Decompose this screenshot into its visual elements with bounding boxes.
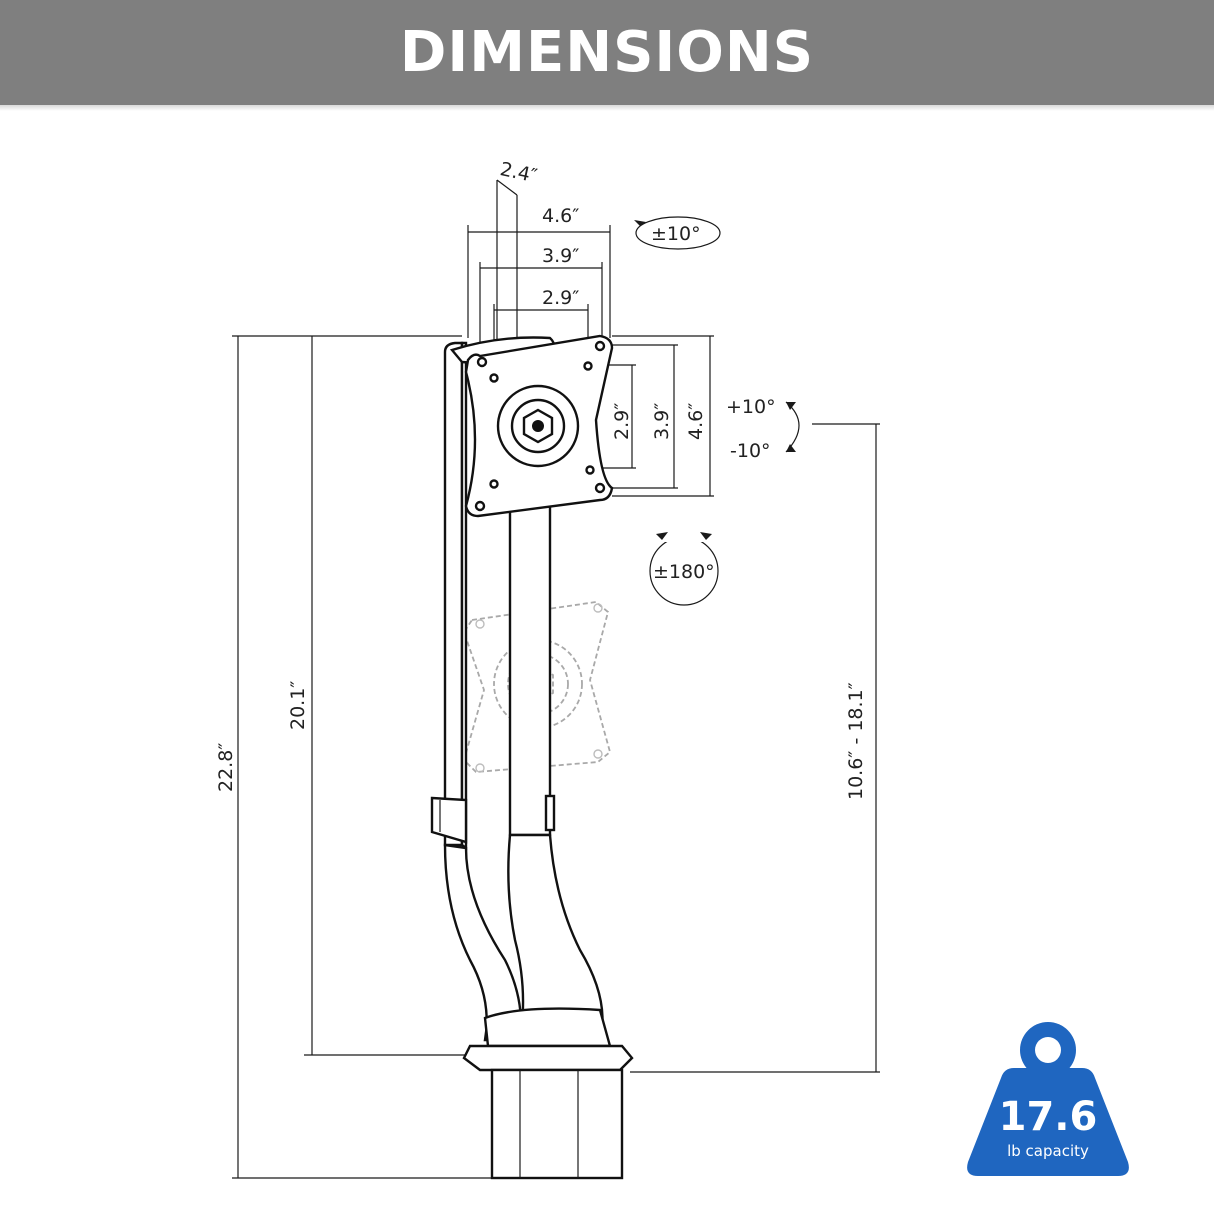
capacity-badge: 17.6 lb capacity xyxy=(967,1022,1129,1176)
pivot-offset-label: 2.4″ xyxy=(498,158,539,187)
capacity-value: 17.6 xyxy=(999,1094,1098,1140)
vesa-height-large-label: 4.6″ xyxy=(685,403,707,440)
total-height-label: 22.8″ xyxy=(215,743,237,792)
page-title: DIMENSIONS xyxy=(399,20,815,85)
vesa-height-mid-label: 3.9″ xyxy=(651,403,673,440)
tilt-down-label: -10° xyxy=(730,440,771,462)
vesa-width-large-label: 4.6″ xyxy=(542,205,579,227)
pole-height-label: 20.1″ xyxy=(287,681,309,730)
height-range-label: 10.6″ - 18.1″ xyxy=(845,682,867,800)
header-bar: DIMENSIONS xyxy=(0,0,1214,105)
vesa-height-small-label: 2.9″ xyxy=(611,403,633,440)
dimension-lines xyxy=(232,179,880,1179)
tilt-up-label: +10° xyxy=(726,396,776,418)
vesa-plate xyxy=(464,334,614,518)
vesa-width-mid-label: 3.9″ xyxy=(542,245,579,267)
swivel-icon xyxy=(634,216,721,250)
rotate-label: ±180° xyxy=(653,561,715,583)
vesa-width-small-label: 2.9″ xyxy=(542,287,579,309)
header-shadow xyxy=(0,105,1214,111)
capacity-unit: lb capacity xyxy=(1007,1142,1089,1160)
tilt-icon xyxy=(785,401,800,453)
swivel-label: ±10° xyxy=(651,223,701,245)
rotate-icon xyxy=(649,532,719,606)
